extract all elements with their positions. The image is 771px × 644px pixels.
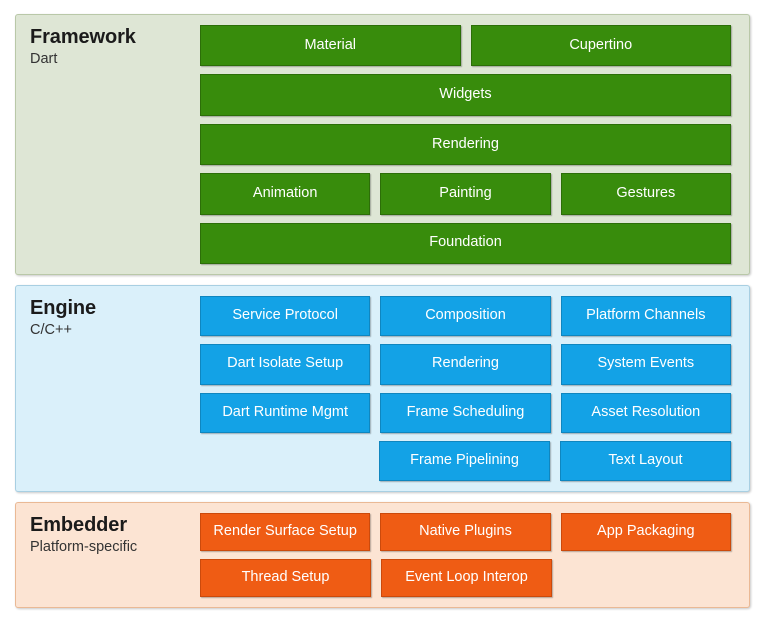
block-render-surface-setup[interactable]: Render Surface Setup <box>200 513 371 551</box>
block-asset-resolution[interactable]: Asset Resolution <box>560 392 731 433</box>
block-row: Widgets <box>200 74 731 116</box>
block-placeholder <box>562 559 731 597</box>
block-frame-scheduling[interactable]: Frame Scheduling <box>380 392 551 433</box>
block-native-plugins[interactable]: Native Plugins <box>380 513 551 551</box>
block-thread-setup[interactable]: Thread Setup <box>200 559 371 597</box>
block-event-loop-interop[interactable]: Event Loop Interop <box>381 559 552 597</box>
block-rendering[interactable]: Rendering <box>380 344 551 385</box>
block-animation[interactable]: Animation <box>200 173 371 215</box>
block-row: Thread Setup Event Loop Interop <box>200 559 731 597</box>
block-widgets[interactable]: Widgets <box>200 74 731 116</box>
block-composition[interactable]: Composition <box>380 296 551 337</box>
block-foundation[interactable]: Foundation <box>200 222 731 265</box>
layer-subtitle-embedder: Platform-specific <box>30 539 138 555</box>
block-system-events[interactable]: System Events <box>560 344 731 385</box>
block-gestures[interactable]: Gestures <box>560 173 731 215</box>
block-placeholder <box>200 441 369 481</box>
block-row: Foundation <box>200 222 731 265</box>
block-row: Rendering <box>200 123 731 166</box>
block-text-layout[interactable]: Text Layout <box>560 440 731 481</box>
block-platform-channels[interactable]: Platform Channels <box>560 296 731 337</box>
block-frame-pipelining[interactable]: Frame Pipelining <box>379 440 550 481</box>
layer-title-embedder: Embedder <box>30 514 128 536</box>
block-service-protocol[interactable]: Service Protocol <box>200 296 371 337</box>
block-rendering[interactable]: Rendering <box>200 123 731 166</box>
block-dart-runtime-mgmt[interactable]: Dart Runtime Mgmt <box>200 392 371 433</box>
block-cupertino[interactable]: Cupertino <box>470 25 731 67</box>
layer-title-engine: Engine <box>30 297 97 319</box>
block-dart-isolate-setup[interactable]: Dart Isolate Setup <box>200 344 371 385</box>
layer-subtitle-engine: C/C++ <box>30 322 72 338</box>
block-material[interactable]: Material <box>200 25 461 67</box>
layer-title-framework: Framework <box>30 26 136 48</box>
layer-subtitle-framework: Dart <box>30 51 58 67</box>
block-painting[interactable]: Painting <box>380 173 551 215</box>
block-app-packaging[interactable]: App Packaging <box>560 513 731 551</box>
